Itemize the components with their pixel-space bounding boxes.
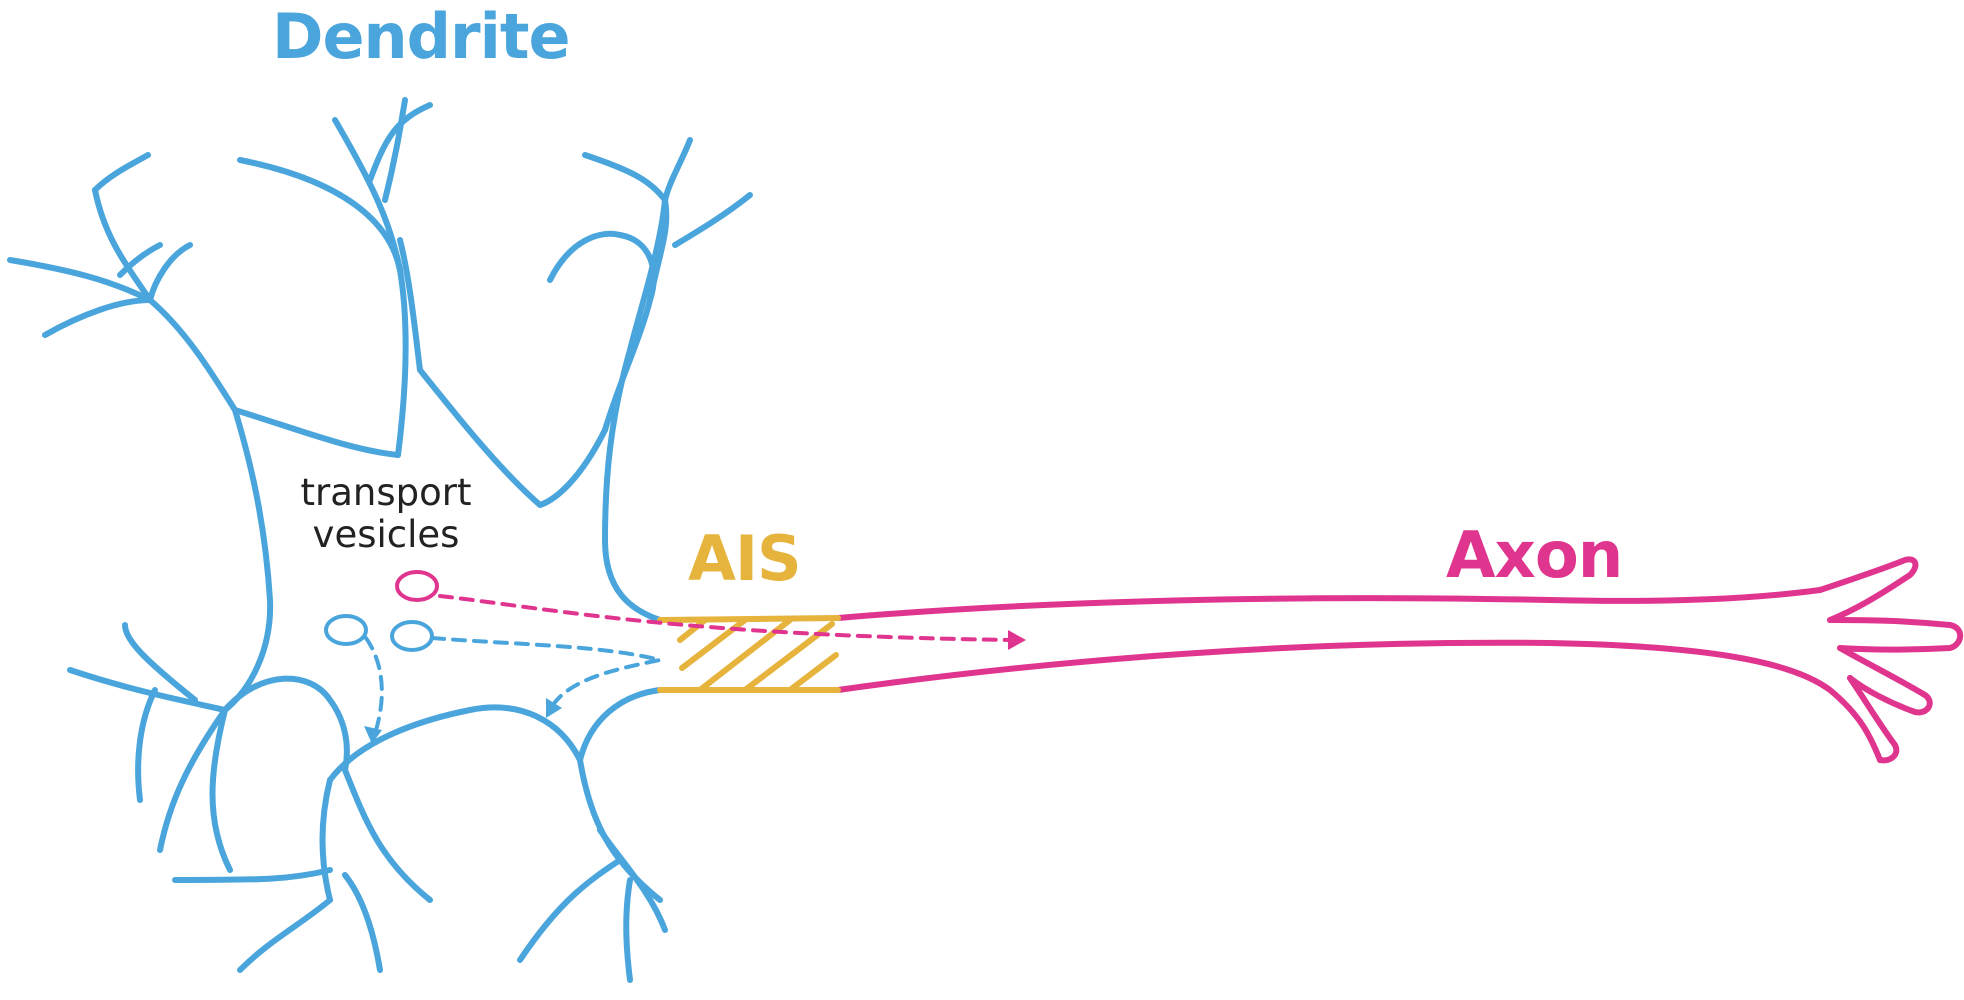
dendrite-lower-left-branch-a [157, 707, 228, 853]
transport-vesicles [324, 570, 439, 652]
soma-outline-upper-left [602, 197, 668, 623]
arrow-path-to-soma-right [430, 636, 661, 708]
arrowhead-down-right-icon [546, 698, 562, 718]
ais-label: AIS [688, 522, 802, 595]
dendrite-upper-middle-branch-c [367, 102, 433, 183]
arrow-path-to-soma-left [364, 636, 384, 732]
vesicle-blue-right [390, 620, 434, 652]
dendrite-lower-middle-branch-a [172, 867, 333, 883]
transport-label-line-2: vesicles [312, 513, 460, 556]
dendrite-upper-left-branch-c [42, 297, 153, 338]
axon-terminal-finger-3 [1837, 645, 1933, 716]
soma-outline-notch [397, 237, 608, 508]
dendrite-arbor [7, 97, 753, 983]
transport-label-line-1: transport [300, 471, 472, 514]
dendrite-lower-left-branch-d [135, 687, 158, 803]
dendrite-upper-right-branch-d [647, 197, 670, 303]
ais-hatch-1 [677, 617, 708, 643]
vesicle-magenta [395, 570, 439, 602]
axon-label: Axon [1446, 519, 1623, 593]
dendrite-upper-middle-branch-b [382, 97, 408, 203]
axon-terminal-finger-1 [1817, 556, 1919, 623]
transport-arrowheads [364, 630, 1026, 744]
dendrite-lower-left-branch-b [209, 707, 233, 873]
dendrite-upper-middle-branch-a [332, 117, 403, 273]
axon-terminal-finger-2 [1827, 617, 1964, 653]
dendrite-lower-left-branch-c [122, 622, 198, 703]
axon-upper-edge [835, 587, 1823, 621]
dendrite-upper-right-branch-a [582, 152, 668, 203]
dendrite-lower-middle-trunk [319, 777, 333, 903]
transport-arrows [364, 594, 1012, 732]
soma-outline-left [222, 407, 401, 713]
dendrite-label: Dendrite [272, 0, 571, 73]
axon-terminal-finger-4 [1847, 675, 1900, 764]
dendrite-upper-left-branch-d [147, 242, 193, 303]
dendrite-upper-right-branch-c [672, 192, 753, 248]
dendrite-lower-middle-branch-b [237, 897, 333, 973]
dendrite-upper-right-branch-b [662, 137, 693, 203]
axon-shaft [835, 556, 1964, 764]
arrowhead-right-icon [1008, 630, 1026, 650]
arrowhead-down-left-icon [364, 726, 382, 744]
arrow-path-to-axon [438, 594, 1012, 642]
axon-initial-segment [657, 615, 841, 693]
dendrite-lower-right-branch-a [517, 857, 623, 963]
transport-vesicles-label: transport vesicles [286, 472, 486, 556]
dendrite-upper-right-trunk [547, 230, 657, 433]
vesicle-blue-left [324, 614, 368, 646]
dendrite-lower-middle-branch-c [342, 872, 383, 973]
dendrite-lower-right-branch-c [597, 827, 668, 933]
dendrite-upper-left-branch-b [92, 152, 151, 193]
ais-hatch-5 [787, 652, 839, 693]
dendrite-upper-left-branch-e [117, 242, 163, 278]
dendrite-lower-right-branch-b [623, 877, 633, 983]
soma-outline-bottom-lobe [222, 675, 350, 773]
ais-upper-edge [657, 615, 841, 623]
axon-lower-edge [835, 639, 1883, 763]
soma-outline-bottom [327, 687, 663, 783]
dendrite-upper-left-branch-a [92, 187, 153, 303]
dendrite-lower-middle-branch-d [342, 767, 433, 903]
